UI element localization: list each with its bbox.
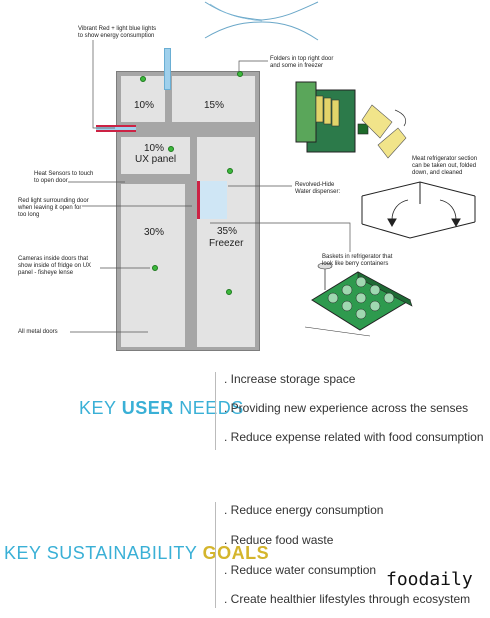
heading-sustainability: SUSTAINABILITY: [46, 543, 198, 563]
top-left-percent: 10%: [134, 100, 155, 111]
bottom-left-percent: 30%: [144, 227, 165, 238]
heading-needs: NEEDS: [179, 398, 244, 418]
energy-light-strip-top: [164, 48, 171, 90]
freezer-percent: 35%: [217, 226, 238, 237]
indicator-dot: [227, 168, 233, 174]
heading-key: KEY: [79, 398, 117, 418]
annotation-heat-sensors: Heat Sensors to touch to open door: [34, 171, 94, 184]
annotation-metal-doors: All metal doors: [18, 329, 58, 335]
goal-item: . Reduce food waste: [224, 533, 334, 547]
indicator-dot: [152, 265, 158, 271]
energy-light-strip-side: [96, 125, 136, 132]
compartment-top-right: [172, 76, 255, 122]
need-item: . Increase storage space: [224, 372, 356, 386]
heading-key: KEY: [4, 543, 42, 563]
needs-divider: [215, 372, 216, 450]
indicator-dot: [168, 146, 174, 152]
annotation-red-light: Red light surrounding door when leaving …: [18, 198, 89, 218]
indicator-dot: [226, 289, 232, 295]
ux-percent: 10%: [144, 143, 165, 154]
key-sustainability-goals-heading: KEY SUSTAINABILITY GOALS: [4, 543, 269, 564]
indicator-dot: [237, 71, 243, 77]
annotation-water-dispenser: Revolved-Hide Water dispenser:: [295, 182, 341, 195]
watermark: foodaily: [384, 569, 475, 590]
top-right-percent: 15%: [204, 100, 225, 111]
folder-sketch: [295, 81, 407, 159]
key-user-needs-heading: KEY USER NEEDS: [79, 398, 244, 419]
annotation-meat-section: Meat refrigerator section can be taken o…: [412, 156, 478, 176]
basket-sketch: [304, 262, 413, 337]
goal-item: . Reduce water consumption: [224, 563, 377, 577]
annotation-baskets: Baskets in refrigerator that look like b…: [322, 254, 393, 267]
annotation-cameras: Cameras inside doors that show inside of…: [18, 256, 92, 276]
ux-panel[interactable]: [121, 137, 190, 174]
water-dispenser[interactable]: [197, 181, 227, 219]
heading-goals: GOALS: [202, 543, 270, 563]
heading-user: USER: [121, 398, 174, 418]
annotation-folders: Folders in top right door and some in fr…: [270, 56, 334, 69]
meat-section-sketch: [361, 181, 476, 239]
freezer-label: Freezer: [209, 238, 244, 249]
annotation-lights: Vibrant Red + light blue lights to show …: [78, 26, 157, 39]
indicator-dot: [140, 76, 146, 82]
need-item: . Providing new experience across the se…: [224, 401, 469, 415]
goal-item: . Reduce energy consumption: [224, 503, 384, 517]
goals-divider: [215, 502, 216, 608]
ux-label: UX panel: [135, 154, 177, 165]
need-item: . Reduce expense related with food consu…: [224, 430, 484, 444]
compartment-top-left: [121, 76, 165, 122]
goal-item: . Create healthier lifestyles through ec…: [224, 592, 471, 606]
